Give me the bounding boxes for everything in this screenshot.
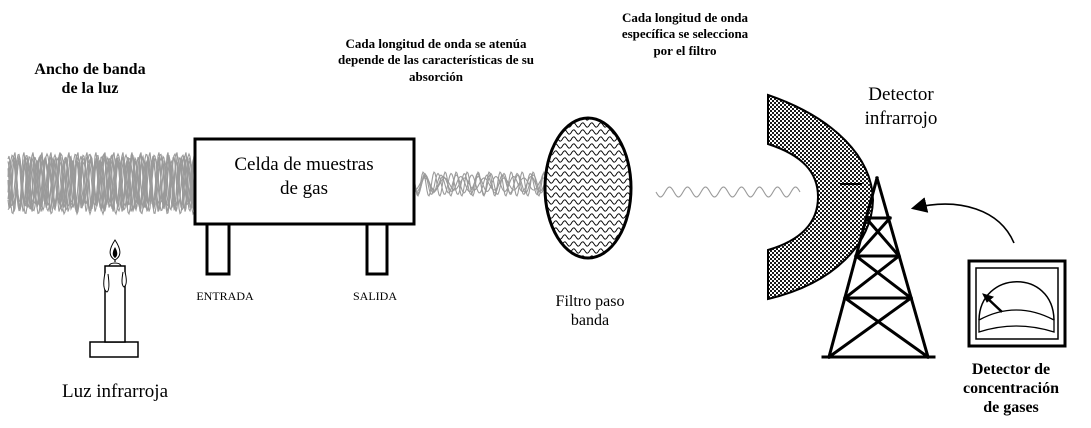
flame-icon	[109, 239, 121, 261]
bandwidth-title: Ancho de banda de la luz	[34, 61, 146, 98]
ir-light-label: Luz infrarroja	[61, 381, 169, 402]
arrow-icon	[910, 197, 1015, 244]
gas-detector-label: Detector de concentración de gases	[963, 361, 1059, 417]
outlet-label: SALIDA	[353, 289, 397, 303]
gas-cell-label: Celda de muestras de gas	[234, 154, 374, 199]
inlet-label: ENTRADA	[196, 289, 254, 303]
ir-detector-dish	[767, 93, 875, 301]
filter-label: Filtro paso banda	[555, 293, 625, 330]
gauge-icon	[967, 259, 1067, 348]
ir-detector-label: Detector infrarrojo	[864, 84, 938, 129]
selection-note: Cada longitud de onda específica se sele…	[621, 10, 749, 58]
selected-wavelength-wave	[655, 186, 801, 198]
attenuation-note: Cada longitud de onda se atenúa depende …	[337, 36, 535, 84]
band-pass-filter	[543, 116, 633, 260]
attenuated-wave	[403, 171, 546, 197]
tower-icon	[821, 176, 936, 360]
outlet-pipe	[365, 222, 389, 276]
gas-cell-box	[193, 137, 416, 226]
candle-icon	[89, 257, 139, 358]
gas-sample-cell	[193, 137, 416, 276]
full-spectrum-wave	[7, 152, 197, 216]
inlet-pipe	[205, 222, 231, 276]
